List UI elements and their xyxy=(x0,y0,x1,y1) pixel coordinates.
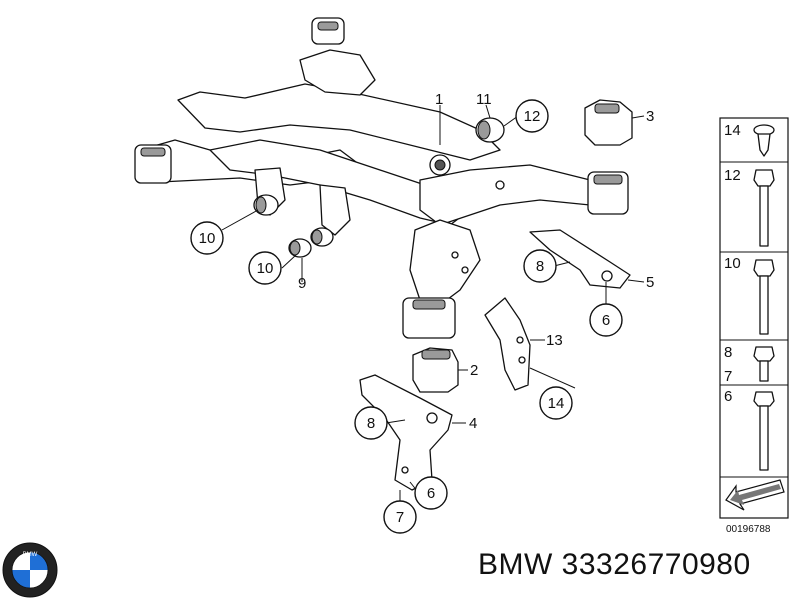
svg-text:3: 3 xyxy=(646,108,654,125)
callout-1: 1 xyxy=(435,91,443,108)
svg-text:10: 10 xyxy=(257,260,274,277)
svg-text:7: 7 xyxy=(396,509,404,526)
bushing-9 xyxy=(288,238,312,258)
callout-6-right: 6 xyxy=(589,303,623,337)
callout-14: 14 xyxy=(539,386,573,420)
bracket-13 xyxy=(484,297,531,391)
callout-6-lower: 6 xyxy=(414,476,448,510)
svg-text:9: 9 xyxy=(298,275,306,292)
diagram-id: 00196788 xyxy=(726,524,771,535)
callout-8-lower: 8 xyxy=(354,406,388,440)
callout-8-right: 8 xyxy=(523,249,557,283)
svg-text:14: 14 xyxy=(548,395,565,412)
svg-text:BMW: BMW xyxy=(23,552,38,558)
svg-text:2: 2 xyxy=(470,362,478,379)
callout-10-upper: 10 xyxy=(190,221,224,255)
callout-4: 4 xyxy=(469,415,477,432)
svg-text:13: 13 xyxy=(546,332,563,349)
rear-axle-subframe xyxy=(134,17,629,339)
svg-text:8: 8 xyxy=(724,344,732,361)
bracket-right xyxy=(529,229,631,289)
rubber-mount-3 xyxy=(584,99,633,146)
svg-text:14: 14 xyxy=(724,122,741,139)
callout-7: 7 xyxy=(383,500,417,534)
bushing-11 xyxy=(475,117,505,143)
callout-10-lower: 10 xyxy=(248,251,282,285)
svg-text:11: 11 xyxy=(476,91,492,108)
svg-text:10: 10 xyxy=(724,255,741,272)
bushing-10-right xyxy=(310,227,334,247)
rubber-mount-2 xyxy=(412,347,459,393)
callout-13: 13 xyxy=(546,332,563,349)
svg-text:6: 6 xyxy=(427,485,435,502)
short-bolt-icon xyxy=(753,346,775,382)
medium-bolt-icon xyxy=(753,259,775,335)
direction-arrow-icon xyxy=(725,479,785,511)
part-number-caption: BMW 33326770980 xyxy=(478,548,751,581)
bushing-10-left xyxy=(253,194,279,216)
callout-3: 3 xyxy=(646,108,654,125)
callout-9: 9 xyxy=(298,275,306,292)
svg-text:10: 10 xyxy=(199,230,216,247)
svg-text:8: 8 xyxy=(367,415,375,432)
svg-text:12: 12 xyxy=(724,167,741,184)
svg-text:7: 7 xyxy=(724,368,732,385)
svg-text:8: 8 xyxy=(536,258,544,275)
svg-text:6: 6 xyxy=(724,388,732,405)
push-clip-icon xyxy=(753,124,775,157)
svg-text:1: 1 xyxy=(435,91,443,108)
svg-text:6: 6 xyxy=(602,312,610,329)
flange-bolt-icon xyxy=(753,391,775,471)
svg-text:5: 5 xyxy=(646,274,654,291)
bmw-roundel-icon: BMW xyxy=(2,542,58,598)
callout-12: 12 xyxy=(515,99,549,133)
svg-text:12: 12 xyxy=(524,108,541,125)
svg-text:4: 4 xyxy=(469,415,477,432)
callout-5: 5 xyxy=(646,274,654,291)
long-bolt-icon xyxy=(753,169,775,247)
callout-11: 11 xyxy=(476,91,492,108)
fastener-sidebar: 14 12 10 8 7 6 xyxy=(719,117,789,535)
callout-2: 2 xyxy=(470,362,478,379)
